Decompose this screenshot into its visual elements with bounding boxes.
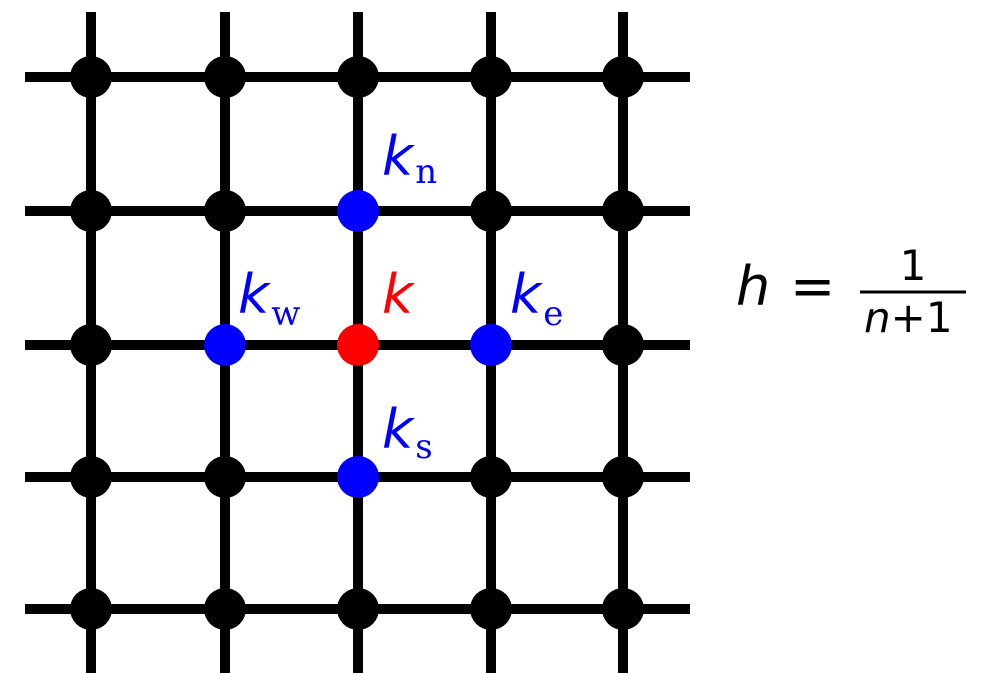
grid-node [70,324,112,366]
grid-node [70,588,112,630]
node-west [204,324,246,366]
label-north-main: k [382,125,416,188]
grid-nodes [70,56,644,630]
label-south-sub: s [415,427,432,467]
formula-equals: = [790,255,835,318]
node-east [470,324,512,366]
grid-node [602,56,644,98]
label-east-sub: e [543,294,563,334]
grid-node [204,190,246,232]
label-east: ke [510,263,563,334]
label-east-main: k [510,263,544,326]
grid-node [70,56,112,98]
grid-node [470,456,512,498]
grid-node [70,456,112,498]
label-south-main: k [382,398,416,461]
node-south [337,456,379,498]
grid-node [204,456,246,498]
grid-node [70,190,112,232]
grid-node [602,588,644,630]
formula-numerator: 1 [900,241,927,290]
formula-lhs: h [736,255,770,318]
label-south: ks [382,398,433,467]
grid-node [470,56,512,98]
grid-node [337,56,379,98]
grid-node [602,190,644,232]
node-center [337,324,379,366]
grid-node [602,324,644,366]
grid-node [337,588,379,630]
formula-den-plus: +1 [891,293,953,342]
label-west: kw [238,263,300,334]
grid-node [602,456,644,498]
formula-denominator: n+1 [864,293,953,342]
label-center-main: k [382,263,416,326]
grid-node [204,56,246,98]
grid-node [470,190,512,232]
label-west-sub: w [271,294,300,334]
formula-den-var: n [864,293,891,342]
label-center: k [382,263,416,326]
label-north: kn [382,125,437,192]
label-west-main: k [238,263,272,326]
label-north-sub: n [415,152,437,192]
grid-node [470,588,512,630]
node-north [337,190,379,232]
formula: h = 1 n+1 [736,241,966,342]
grid-node [204,588,246,630]
